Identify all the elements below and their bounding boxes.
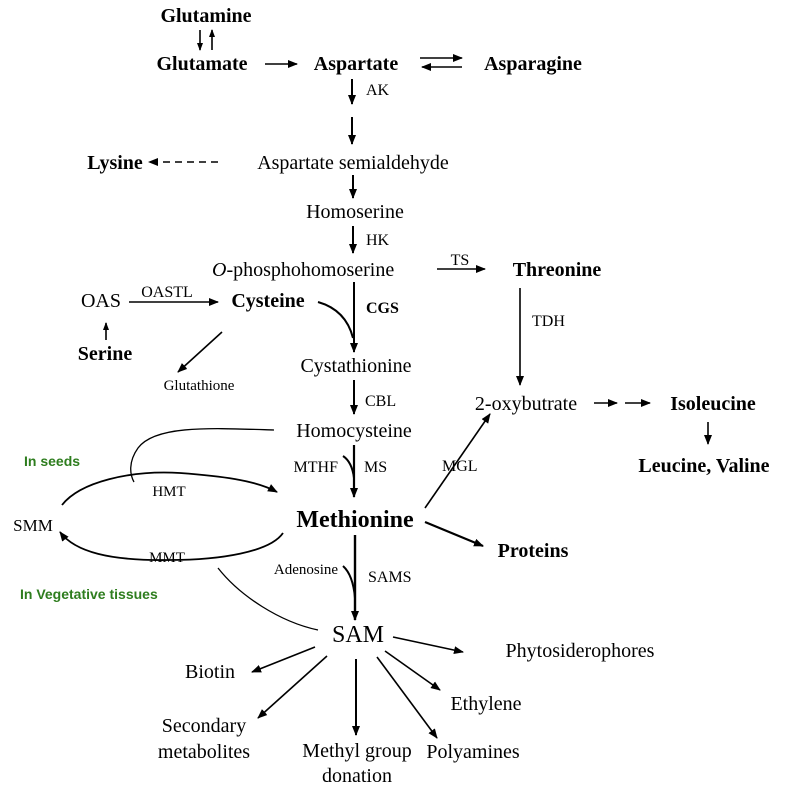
edge-cysteine-glutathione (177, 331, 223, 373)
label-secondary-metabolites-line2: metabolites (158, 741, 250, 763)
label-isoleucine: Isoleucine (670, 393, 756, 415)
label-proteins: Proteins (498, 540, 569, 562)
enzyme-hmt: HMT (152, 484, 185, 500)
edge-cysteine-cgs-feed (317, 301, 354, 339)
edge-sam-biotin (251, 646, 316, 673)
enzyme-tdh: TDH (532, 313, 565, 330)
label-o-phosphohomoserine: O-phosphohomoserine (212, 259, 394, 281)
label-adenosine: Adenosine (274, 562, 338, 578)
label-aspartate: Aspartate (314, 53, 399, 75)
edge-sam-ethylene (384, 650, 441, 691)
edge-sam-polyamines (376, 656, 438, 739)
enzyme-mthf: MTHF (294, 459, 339, 476)
enzyme-cgs: CGS (366, 300, 399, 317)
edge-mthf-feed (342, 455, 355, 479)
label-threonine: Threonine (513, 259, 602, 281)
note-in-vegetative-tissues: In Vegetative tissues (20, 586, 158, 602)
edge-adenosine-feed (342, 565, 356, 599)
label-serine: Serine (78, 343, 133, 365)
label-methionine: Methionine (296, 507, 414, 533)
label-glutathione: Glutathione (164, 378, 235, 394)
label-biotin: Biotin (185, 661, 235, 683)
label-homocysteine: Homocysteine (296, 420, 412, 442)
label-2-oxybutrate: 2-oxybutrate (475, 393, 577, 415)
enzyme-ts: TS (451, 252, 470, 269)
label-polyamines: Polyamines (426, 741, 520, 763)
edge-sam-secondary-metabolites (257, 655, 328, 719)
edge-methionine-oxybutrate (424, 413, 491, 509)
note-in-seeds: In seeds (24, 453, 80, 469)
label-cysteine: Cysteine (231, 290, 304, 312)
edge-methionine-smm-mmt (59, 531, 284, 561)
label-phytosiderophores: Phytosiderophores (506, 640, 655, 662)
label-homoserine: Homoserine (306, 201, 404, 223)
enzyme-cbl: CBL (365, 393, 396, 410)
enzyme-mgl: MGL (442, 458, 478, 475)
enzyme-oastl: OASTL (141, 284, 193, 301)
edge-sam-phytosiderophores (392, 636, 464, 655)
label-lysine: Lysine (87, 152, 143, 174)
edge-smm-methionine-hmt (61, 471, 278, 506)
label-glutamate: Glutamate (156, 53, 247, 75)
label-leucine-valine: Leucine, Valine (638, 455, 769, 477)
edge-homocysteine-hmt-branch (130, 428, 275, 483)
enzyme-mmt: MMT (149, 550, 185, 566)
label-methyl-group-line1: Methyl group (302, 740, 411, 762)
o-prefix: O (212, 259, 226, 281)
edge-methionine-proteins (424, 520, 484, 548)
label-aspartate-semialdehyde: Aspartate semialdehyde (257, 152, 449, 174)
label-sam: SAM (332, 622, 384, 648)
label-secondary-metabolites-line1: Secondary (162, 715, 246, 737)
enzyme-sams: SAMS (368, 569, 412, 586)
edge-sam-mmt-branch (217, 567, 319, 631)
label-ethylene: Ethylene (450, 693, 521, 715)
enzyme-ak: AK (366, 82, 390, 99)
label-smm: SMM (13, 516, 53, 535)
label-cystathionine: Cystathionine (300, 355, 411, 377)
enzyme-ms: MS (364, 459, 387, 476)
label-oas: OAS (81, 290, 121, 312)
label-methyl-group-line2: donation (322, 765, 392, 787)
label-asparagine: Asparagine (484, 53, 582, 75)
label-glutamine: Glutamine (160, 5, 251, 27)
enzyme-hk: HK (366, 232, 390, 249)
phosphohomoserine-text: -phosphohomoserine (226, 259, 394, 281)
